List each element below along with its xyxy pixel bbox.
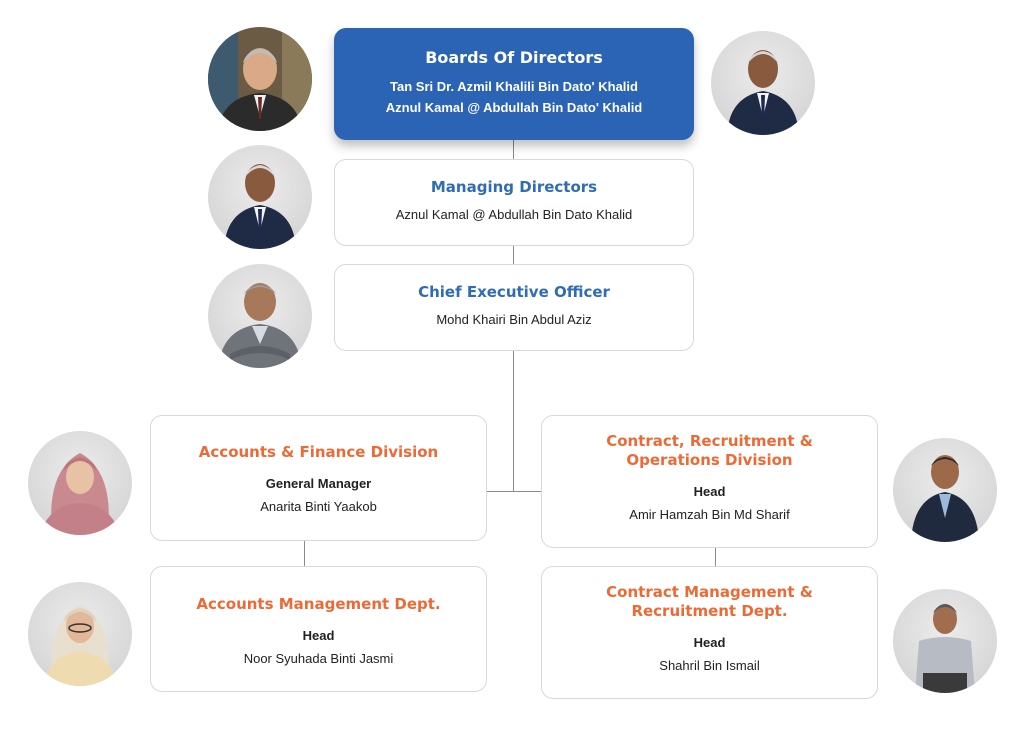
operations-role: Head [693,484,726,499]
managing-directors-card: Managing Directors Aznul Kamal @ Abdulla… [334,159,694,246]
contract-dept-card: Contract Management & Recruitment Dept. … [541,566,878,699]
operations-name: Amir Hamzah Bin Md Sharif [629,507,790,522]
accounts-dept-title: Accounts Management Dept. [196,595,441,613]
avatar-accounts-head [28,582,132,686]
avatar-chairman [208,27,312,131]
board-member-2: Aznul Kamal @ Abdullah Bin Dato' Khalid [385,100,643,115]
contract-dept-name: Shahril Bin Ismail [659,658,760,673]
board-member-1: Tan Sri Dr. Azmil Khalili Bin Dato' Khal… [390,79,638,94]
connector-horizontal [486,491,542,492]
accounts-dept-name: Noor Syuhada Binti Jasmi [243,651,394,666]
managing-title: Managing Directors [430,178,598,196]
board-of-directors-card: Boards Of Directors Tan Sri Dr. Azmil Kh… [334,28,694,140]
accounts-dept-role: Head [302,628,335,643]
finance-role: General Manager [265,476,372,491]
ceo-title: Chief Executive Officer [418,283,610,301]
finance-name: Anarita Binti Yaakob [260,499,377,514]
avatar-ceo [208,264,312,368]
connector-board-managing [513,140,514,160]
contract-dept-role: Head [693,635,726,650]
contract-dept-title: Contract Management & Recruitment Dept. [606,583,813,620]
managing-name: Aznul Kamal @ Abdullah Bin Dato Khalid [395,207,633,222]
avatar-operations-head [893,438,997,542]
ceo-card: Chief Executive Officer Mohd Khairi Bin … [334,264,694,351]
connector-finance-accounts [304,541,305,567]
connector-operations-contract [715,547,716,567]
avatar-finance-gm [28,431,132,535]
operations-title: Contract, Recruitment & Operations Divis… [606,432,813,469]
avatar-managing-director-board [711,31,815,135]
finance-division-card: Accounts & Finance Division General Mana… [150,415,487,541]
finance-title: Accounts & Finance Division [198,443,439,461]
connector-managing-ceo [513,245,514,265]
ceo-name: Mohd Khairi Bin Abdul Aziz [436,312,592,327]
connector-ceo-down [513,350,514,492]
avatar-contract-head [893,589,997,693]
avatar-managing-director [208,145,312,249]
board-title: Boards Of Directors [425,48,603,67]
operations-division-card: Contract, Recruitment & Operations Divis… [541,415,878,548]
accounts-dept-card: Accounts Management Dept. Head Noor Syuh… [150,566,487,692]
